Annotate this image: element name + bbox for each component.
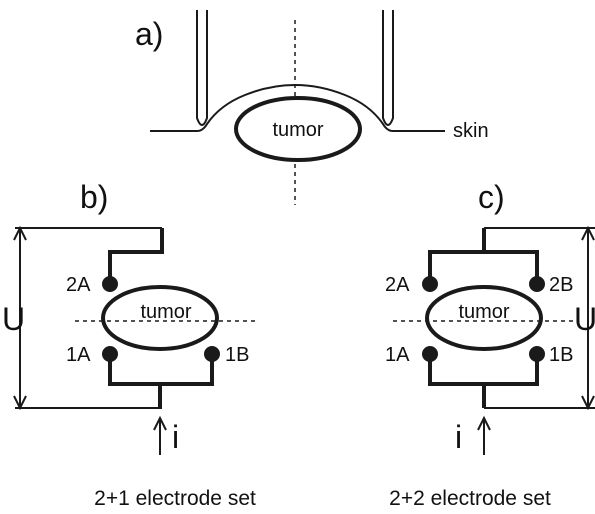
panel-a-label: a) [135, 16, 163, 52]
panel-a: a) tumor skin [135, 10, 489, 205]
wire-top [428, 250, 539, 282]
needle-left [196, 10, 208, 126]
electrode-1b-label: 1B [549, 344, 573, 366]
electrode-1a-label: 1A [66, 344, 91, 366]
current-label: i [172, 419, 179, 455]
tumor-ellipse [101, 285, 219, 351]
tumor-ellipse [234, 96, 362, 162]
panel-b: b) U tumor 2A 1A 1B i 2+1 electrode set [2, 179, 256, 510]
electrode-2a-label: 2A [66, 274, 91, 296]
panel-c: c) U tumor 2A 2B 1A 1B i 2+2 electrode s… [385, 179, 595, 510]
voltage-arrowhead-up [13, 225, 27, 241]
needle-right [382, 10, 394, 126]
panel-c-caption: 2+2 electrode set [389, 487, 551, 510]
voltage-label: U [2, 301, 25, 337]
electrode-2b-label: 2B [549, 274, 573, 296]
electrode-1a-label: 1A [385, 344, 410, 366]
current-arrowhead [153, 415, 167, 431]
wire-bottom [108, 354, 214, 386]
panel-b-caption: 2+1 electrode set [94, 487, 256, 510]
tumor-label: tumor [458, 301, 509, 323]
skin-label: skin [453, 120, 489, 142]
voltage-arrowhead-up [581, 225, 595, 241]
electrode-2b [529, 276, 545, 292]
wire-top [108, 228, 164, 282]
tumor-ellipse [425, 285, 543, 351]
current-label: i [455, 419, 462, 455]
voltage-label: U [574, 301, 595, 337]
skin-line [150, 84, 445, 132]
electrode-1a [422, 346, 438, 362]
electrode-2a-label: 2A [385, 274, 410, 296]
electrode-2a [422, 276, 438, 292]
electrode-1b [529, 346, 545, 362]
electrode-1b-label: 1B [225, 344, 249, 366]
tumor-label: tumor [272, 119, 323, 141]
electrode-1a [102, 346, 118, 362]
electrode-2a [102, 276, 118, 292]
panel-b-label: b) [80, 179, 108, 215]
wire-bottom [428, 354, 539, 386]
voltage-arrowhead-down [13, 395, 27, 411]
panel-c-label: c) [478, 179, 505, 215]
voltage-arrowhead-down [581, 395, 595, 411]
current-arrowhead [477, 415, 491, 431]
tumor-label: tumor [140, 301, 191, 323]
electrode-1b [204, 346, 220, 362]
